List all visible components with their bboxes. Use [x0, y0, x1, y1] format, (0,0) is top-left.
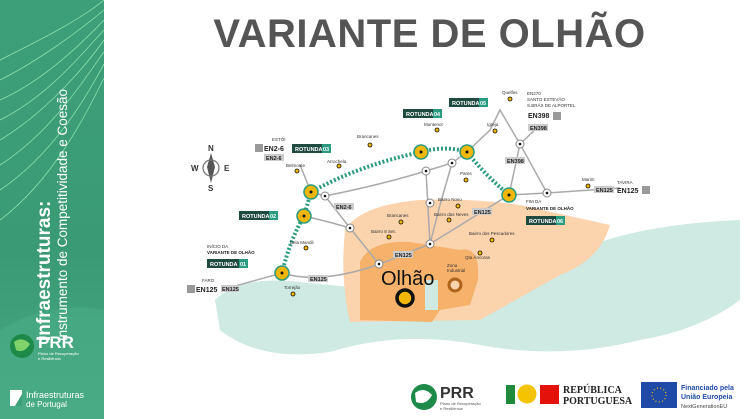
road-tag-en398: EN398 [530, 126, 547, 132]
label-inicio: INÍCIO DA [207, 243, 228, 249]
ip-logo-text: de Portugal [26, 400, 67, 409]
industrial-zone-marker [447, 277, 463, 293]
road-tag-en125: EN125 [310, 277, 327, 283]
roundabout-markers [274, 144, 517, 281]
sign-en2-6: EN2-6 [264, 146, 284, 153]
svg-text:Belmonte: Belmonte [286, 163, 306, 168]
svg-text:Financiado pela: Financiado pela [681, 385, 734, 392]
sign-en125: EN125 [617, 188, 639, 195]
compass-rose-icon: N S W E [191, 144, 230, 193]
olhao-center-area [360, 241, 479, 322]
svg-text:06: 06 [557, 219, 563, 225]
svg-text:PRR: PRR [440, 385, 474, 402]
road-tag-en2-6: EN2-6 [266, 156, 282, 162]
label-en270: EN270 [527, 91, 541, 96]
svg-text:ROTUNDA: ROTUNDA [210, 262, 238, 268]
label-sao-bras: S.BRÁS DE ALPORTEL [527, 102, 576, 108]
ip-logo-text: Infraestruturas [26, 390, 85, 400]
place-labels: Belmonte Arrochela Brancanes Montenor Quel… [284, 90, 595, 290]
svg-text:REPÚBLICA: REPÚBLICA [563, 384, 623, 396]
prr-logo: PRR Plano de Recuperação e Resiliência [10, 333, 79, 361]
svg-text:Bairro das Neves: Bairro das Neves [434, 212, 469, 217]
svg-text:Montenor: Montenor [424, 122, 444, 127]
road-tag-en2-6: EN2-6 [336, 205, 352, 211]
label-tavira: TAVIRA [617, 180, 633, 185]
sea-area [215, 220, 740, 355]
svg-text:ROTUNDA: ROTUNDA [529, 219, 557, 225]
olhao-city-marker [395, 288, 415, 308]
road-tag-en125: EN125 [474, 210, 491, 216]
road-tag-en398: EN398 [507, 159, 524, 165]
republica-portuguesa-logo: REPÚBLICA PORTUGUESA [506, 384, 633, 407]
svg-text:02: 02 [270, 214, 276, 220]
sign-en398: EN398 [528, 113, 550, 120]
svg-text:NextGenerationEU: NextGenerationEU [681, 404, 727, 410]
svg-text:e Resiliência: e Resiliência [440, 406, 463, 411]
svg-text:Marim: Marim [582, 177, 595, 182]
variante-route [280, 146, 511, 274]
svg-text:E: E [224, 164, 230, 173]
svg-text:Bairro dos Pescadores: Bairro dos Pescadores [469, 231, 515, 236]
svg-text:05: 05 [480, 101, 486, 107]
svg-text:União Europeia: União Europeia [681, 394, 732, 401]
prr-tagline: Plano de Recuperação [38, 351, 79, 356]
junction-nodes [320, 139, 552, 269]
prr-tagline: e Resiliência [38, 356, 61, 361]
svg-text:Bairro 8 Set.: Bairro 8 Set. [371, 229, 396, 234]
label-estoi: ESTÓI [272, 136, 286, 142]
svg-text:ROTUNDA: ROTUNDA [452, 101, 480, 107]
label-fim-variante: VARIANTE DE OLHÃO [526, 205, 574, 211]
infraestruturas-de-portugal-logo: Infraestruturas de Portugal [10, 390, 85, 409]
svg-text:Pares: Pares [460, 171, 473, 176]
road-tag-en125: EN125 [596, 188, 613, 194]
road-tag-en125: EN125 [395, 253, 412, 259]
sidebar: Infraestruturas: Instrumento de Competit… [0, 0, 104, 419]
place-dots [290, 96, 591, 297]
svg-text:Zona: Zona [447, 263, 458, 268]
eu-funding-logo: Financiado pela União Europeia NextGener… [641, 382, 734, 410]
svg-text:S: S [208, 184, 214, 193]
svg-text:Arrochela: Arrochela [327, 159, 347, 164]
sign-en125: EN125 [196, 287, 218, 294]
svg-text:W: W [191, 164, 199, 173]
svg-text:Bairro Novo: Bairro Novo [438, 197, 462, 202]
svg-text:Torrejão: Torrejão [284, 285, 301, 290]
svg-text:PORTUGUESA: PORTUGUESA [563, 396, 633, 407]
svg-text:03: 03 [323, 147, 329, 153]
svg-text:ROTUNDA: ROTUNDA [406, 112, 434, 118]
label-inicio-variante: VARIANTE DE OLHÃO [207, 249, 255, 255]
svg-text:Quelfes: Quelfes [502, 90, 518, 95]
olhao-label: Olhão [381, 268, 434, 290]
svg-text:Brancanes: Brancanes [357, 134, 379, 139]
label-fim: FIM DA [526, 199, 541, 204]
svg-text:Industrial: Industrial [447, 268, 465, 273]
svg-text:Igreja: Igreja [487, 122, 499, 127]
label-santo-estevao: SANTO ESTEVÃO [527, 96, 565, 102]
svg-text:Plano de Recuperação: Plano de Recuperação [440, 401, 481, 406]
svg-text:Brancanes: Brancanes [387, 213, 409, 218]
svg-text:01: 01 [240, 262, 246, 268]
svg-text:N: N [208, 144, 214, 153]
prr-logo-text: PRR [38, 333, 74, 352]
page-title: VARIANTE DE OLHÃO [213, 12, 646, 56]
road-tag-en125: EN125 [222, 287, 239, 293]
svg-text:04: 04 [434, 112, 441, 118]
svg-text:ROTUNDA: ROTUNDA [295, 147, 323, 153]
svg-text:Qta Âncoras: Qta Âncoras [465, 254, 491, 260]
svg-text:ROTUNDA: ROTUNDA [242, 214, 270, 220]
label-faro: FARO [202, 278, 215, 283]
svg-text:Bela Mandil: Bela Mandil [290, 240, 314, 245]
